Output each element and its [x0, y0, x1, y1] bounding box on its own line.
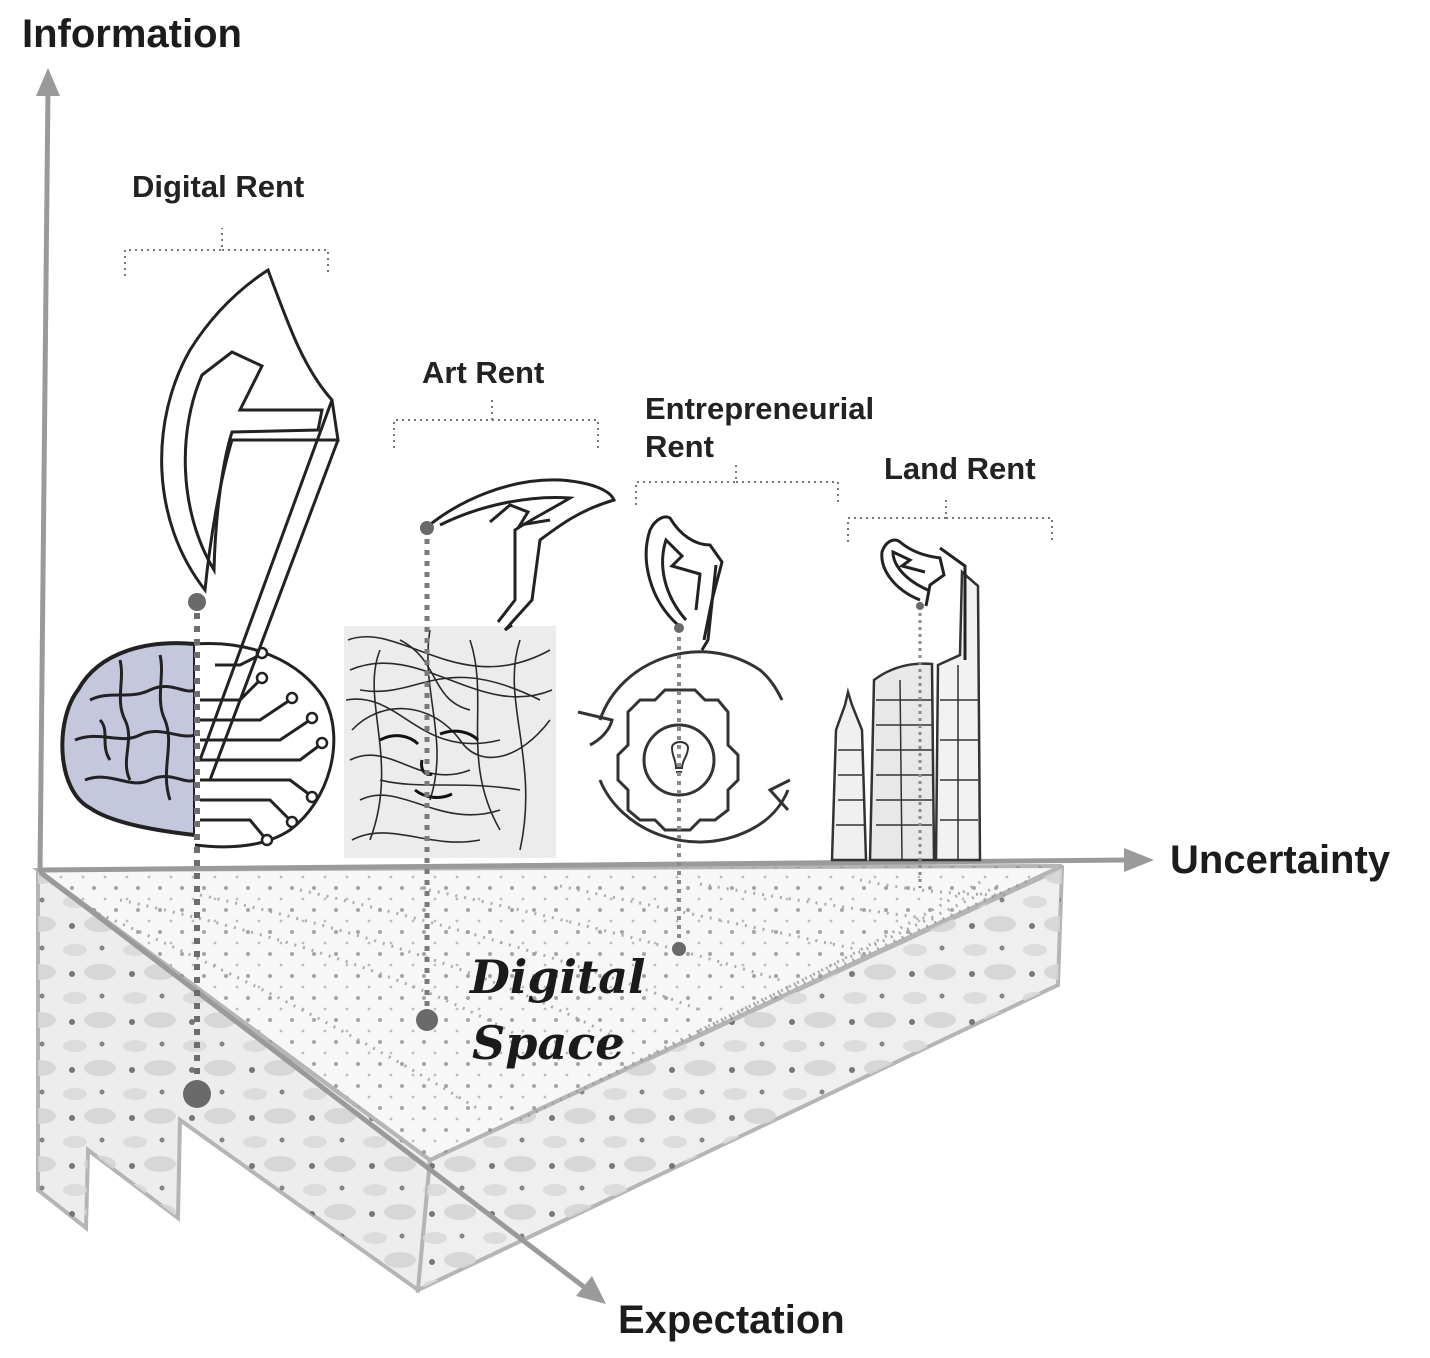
digital-space-platform	[31, 864, 1065, 1294]
axes	[36, 68, 1154, 1304]
sketch-face-icon	[344, 626, 556, 858]
skyscrapers-icon	[830, 569, 982, 862]
expectation-axis-label: Expectation	[618, 1298, 845, 1342]
information-axis-label: Information	[22, 12, 242, 56]
information-axis-line	[37, 87, 51, 873]
art-rent-label: Art Rent	[422, 355, 545, 390]
entrepreneurial-rent-bracket	[635, 462, 839, 505]
digital-space-line-1: Digital	[470, 950, 646, 1004]
art-rent-top-marker	[420, 521, 434, 535]
uncertainty-axis-label: Uncertainty	[1170, 838, 1391, 882]
gear-lightbulb-cycle-icon	[577, 650, 791, 844]
digital-rent-top-marker	[188, 593, 206, 611]
land-rent-bracket	[847, 498, 1053, 542]
art-rent-bracket	[393, 400, 599, 448]
entrepreneurial-rent-top-marker	[674, 623, 684, 633]
entrepreneurial-rent-label: Entrepreneurial Rent	[645, 391, 875, 464]
digital-rent-outline-figure	[160, 267, 340, 781]
entrepreneurial-rent-bottom-marker	[672, 942, 686, 956]
digital-space-label: Digital Space	[470, 944, 646, 1076]
expectation-axis-line	[38, 870, 590, 1292]
land-rent-top-marker	[916, 602, 924, 610]
land-rent-outline-figure	[880, 538, 967, 660]
brain-circuit-icon	[60, 641, 336, 849]
digital-rent-label: Digital Rent	[132, 169, 305, 204]
land-rent-label: Land Rent	[884, 451, 1036, 486]
entrepreneurial-rent-outline-figure	[644, 515, 724, 651]
digital-rent-bracket	[124, 228, 329, 276]
uncertainty-axis-arrowhead	[1124, 848, 1154, 872]
digital-rent-bottom-marker	[183, 1080, 211, 1108]
expectation-axis-arrowhead	[576, 1276, 606, 1304]
art-rent-bottom-marker	[416, 1009, 438, 1031]
uncertainty-axis-line	[39, 857, 1129, 873]
information-axis-arrowhead	[36, 68, 60, 96]
digital-space-line-2: Space	[472, 1016, 625, 1070]
art-rent-outline-figure	[426, 478, 617, 632]
